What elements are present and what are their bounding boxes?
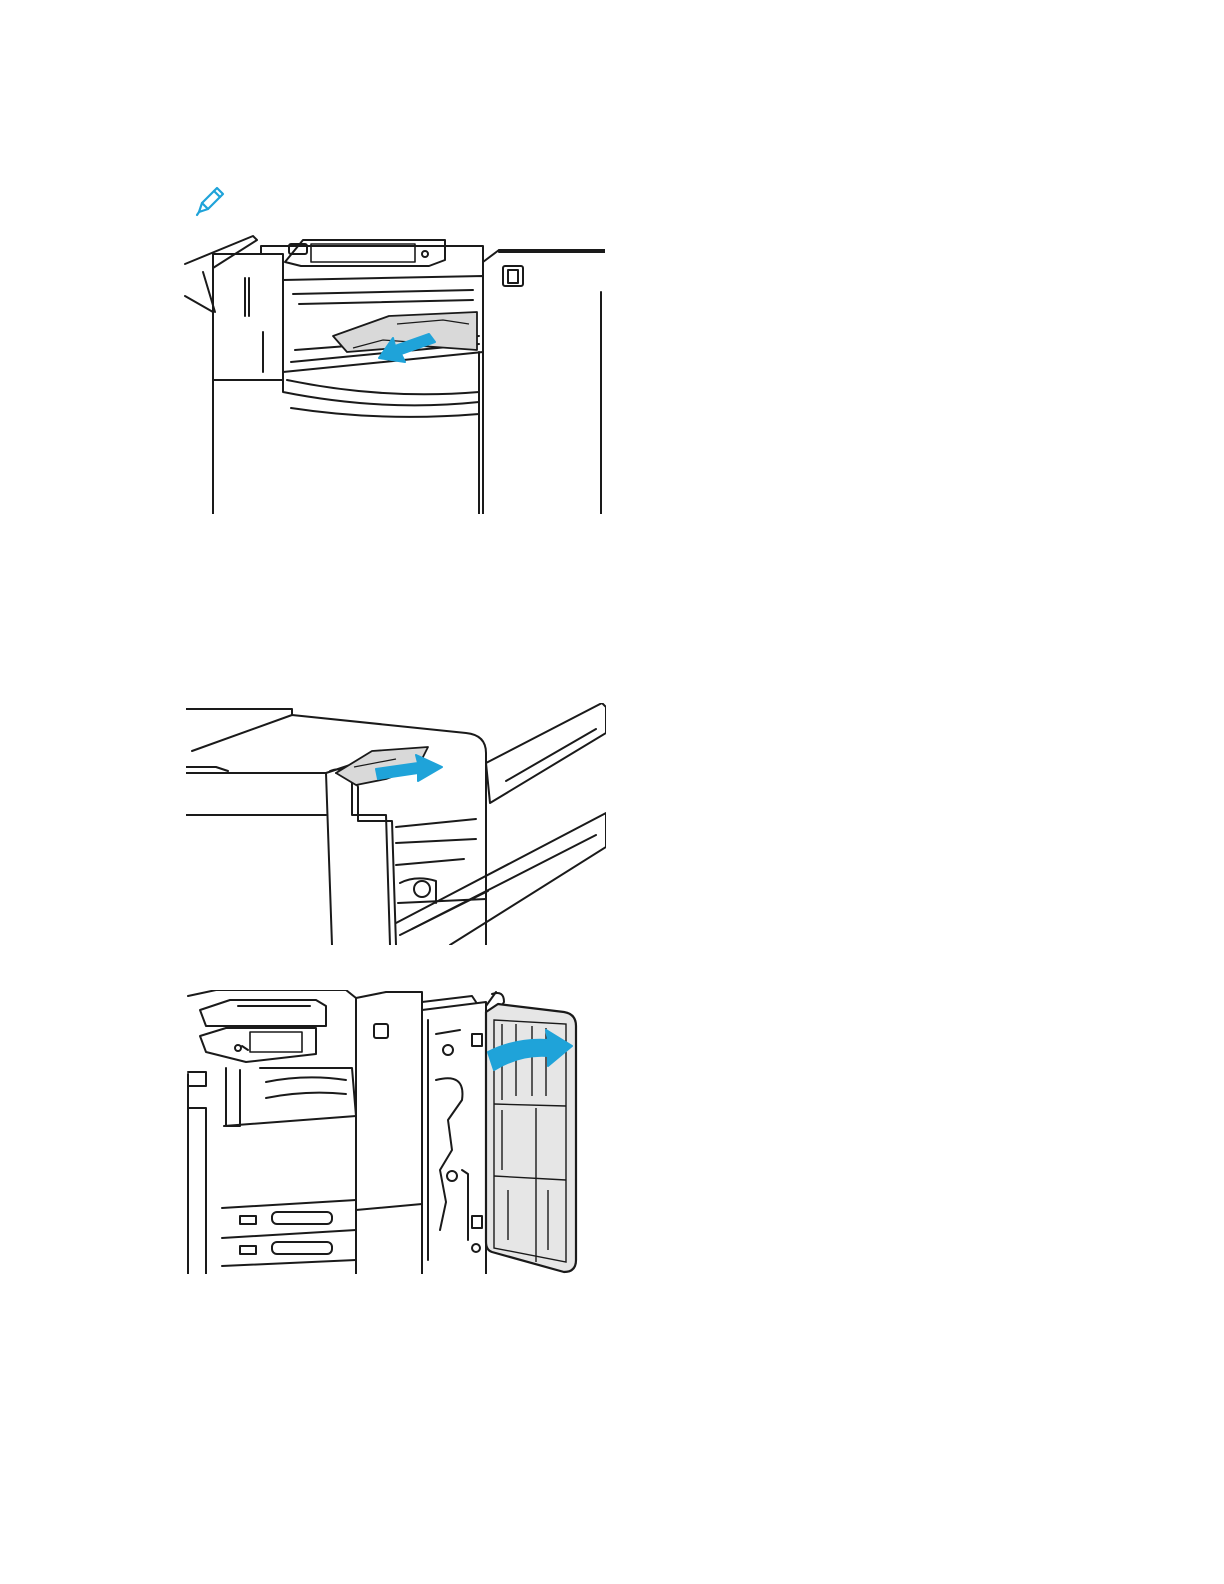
finisher-front-door-open-illustration	[186, 990, 578, 1274]
printer-output-tray-jam-illustration	[183, 232, 605, 514]
pencil-note-icon	[193, 184, 227, 218]
finisher-top-tray-jam-illustration	[186, 703, 606, 945]
